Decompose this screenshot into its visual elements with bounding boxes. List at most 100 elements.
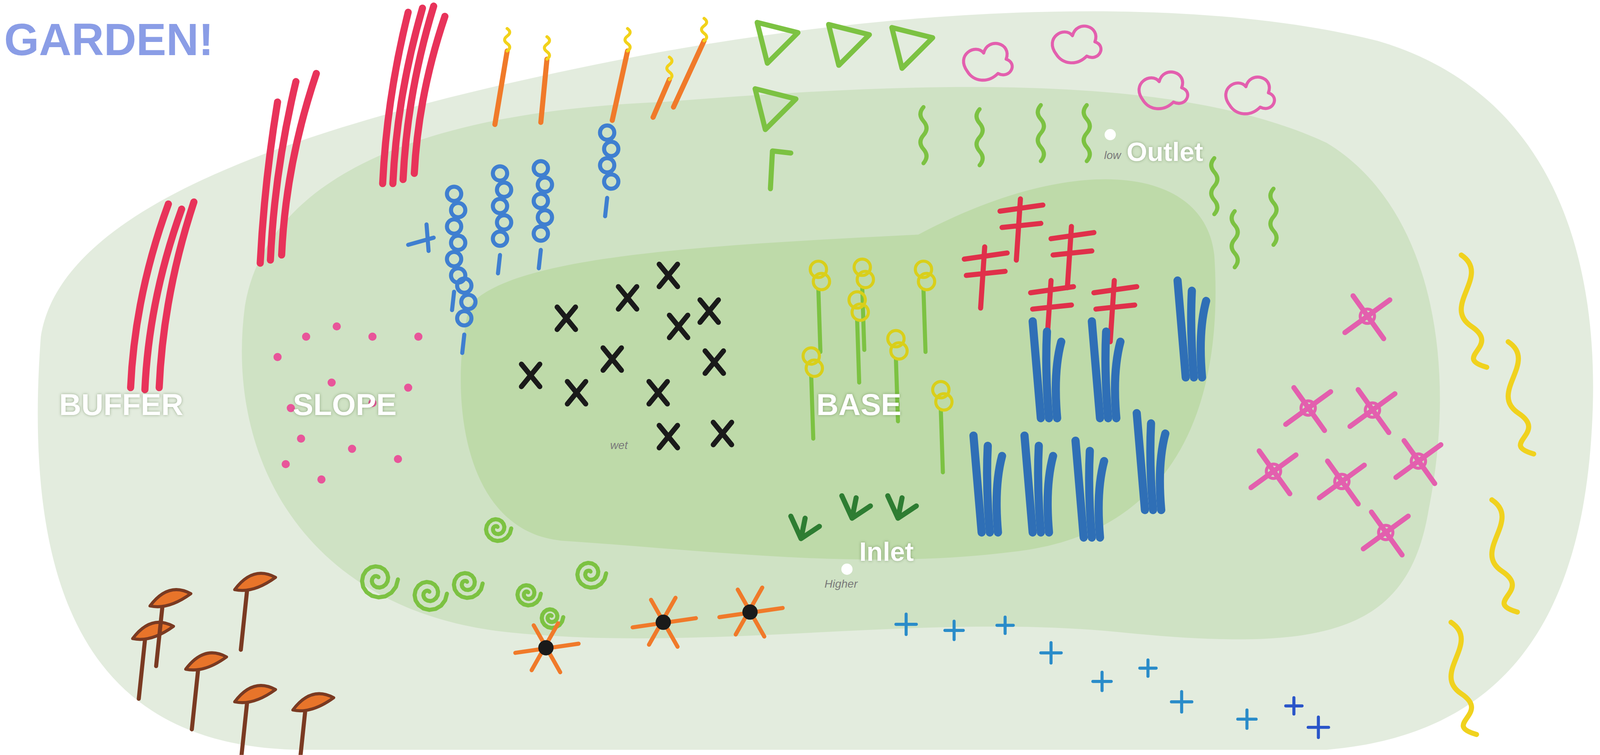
plant-stroke [185, 652, 227, 671]
plant-dot [1360, 309, 1375, 324]
plant-stroke [1150, 423, 1154, 511]
plant-dot [533, 226, 549, 241]
plant-stroke [1450, 622, 1477, 735]
outlet-label: Outlet [1126, 136, 1204, 169]
plant-stroke [790, 516, 820, 539]
plant-dot [533, 161, 549, 176]
plant-stroke [973, 435, 982, 533]
plant-stroke [485, 519, 512, 542]
plant-dot [414, 333, 422, 341]
plant-dot [851, 304, 869, 321]
plant-dot [394, 455, 402, 463]
plant-dot [404, 384, 412, 392]
plant-stroke [1032, 321, 1041, 419]
plant-stroke [567, 381, 586, 404]
plant-stroke [1225, 77, 1275, 114]
plant-stroke [1091, 321, 1100, 419]
plant-stroke [1047, 455, 1054, 533]
plant-stroke [987, 445, 990, 533]
plant-stroke [494, 51, 508, 125]
plant-stroke [895, 614, 917, 635]
plant-dot [600, 125, 615, 140]
plant-dot [328, 379, 336, 387]
pencil-note: Higher [824, 577, 858, 590]
plant-stroke [1200, 300, 1207, 378]
plant-stroke [557, 307, 576, 330]
plant-stroke [1055, 341, 1062, 419]
plant-dot [348, 445, 356, 453]
plant-stroke [517, 585, 541, 606]
plant-dot [841, 564, 853, 575]
plant-dot [1301, 401, 1316, 416]
title: GARDEN! [3, 14, 214, 66]
plant-stroke [602, 348, 622, 371]
plant-stroke [604, 197, 607, 217]
plant-stroke [407, 224, 434, 251]
plant-stroke [234, 573, 276, 591]
plant-stroke [945, 621, 964, 640]
plant-stroke [1139, 660, 1157, 677]
plant-dot [274, 353, 282, 361]
plant-stroke [811, 376, 814, 439]
plant-stroke [1040, 642, 1062, 664]
plant-stroke [515, 623, 579, 673]
plant-stroke [1211, 158, 1218, 215]
plant-stroke [701, 18, 707, 41]
plant-stroke [828, 24, 870, 66]
plant-stroke [618, 286, 637, 310]
plant-stroke [659, 425, 678, 448]
plant-stroke [1037, 105, 1044, 162]
plant-dot [282, 460, 290, 468]
pencil-note: low [1104, 149, 1121, 162]
plant-stroke [857, 320, 860, 383]
plant-stroke [923, 289, 926, 353]
plant-dot [1334, 474, 1350, 489]
plant-stroke [414, 582, 448, 611]
plant-dot [368, 399, 377, 407]
plant-stroke [159, 202, 194, 389]
plant-dot [492, 166, 508, 181]
plant-stroke [234, 685, 276, 703]
plant-stroke [1089, 451, 1093, 538]
plant-dot [537, 177, 553, 192]
plant-dot [457, 311, 472, 326]
plant-dot [297, 435, 305, 443]
plant-stroke [713, 422, 732, 445]
pencil-note: wet [610, 438, 628, 452]
plant-dot [537, 210, 553, 225]
plant-stroke [1319, 461, 1365, 504]
plant-stroke [1114, 341, 1121, 419]
plant-stroke [963, 43, 1013, 81]
plant-stroke [1093, 280, 1137, 342]
plant-stroke [964, 246, 1007, 309]
plant-dot [1378, 525, 1394, 540]
zone-label: BUFFER [59, 387, 184, 423]
zone-shape [460, 179, 1216, 560]
plant-stroke [191, 671, 198, 730]
plant-stroke [1075, 440, 1084, 538]
plant-dot [1365, 403, 1380, 418]
plant-stroke [1136, 413, 1145, 511]
plant-stroke [976, 109, 983, 166]
plant-stroke [895, 359, 898, 422]
plant-stroke [612, 51, 628, 121]
plant-stroke [504, 28, 510, 52]
plant-stroke [541, 609, 564, 629]
plant-stroke [700, 300, 719, 323]
plant-stroke [755, 88, 797, 130]
plant-dot [368, 333, 377, 341]
plant-stroke [540, 59, 547, 123]
plant-stroke [891, 27, 933, 69]
plant-stroke [1345, 296, 1390, 339]
plant-stroke [624, 28, 631, 52]
plant-dot [604, 174, 619, 190]
plant-stroke [1052, 25, 1101, 63]
plant-stroke [1491, 499, 1518, 613]
plant-stroke [1270, 188, 1277, 245]
plant-dot [744, 606, 757, 619]
plant-dot [451, 235, 466, 251]
plant-dot [604, 141, 619, 157]
plant-stroke [719, 587, 783, 637]
